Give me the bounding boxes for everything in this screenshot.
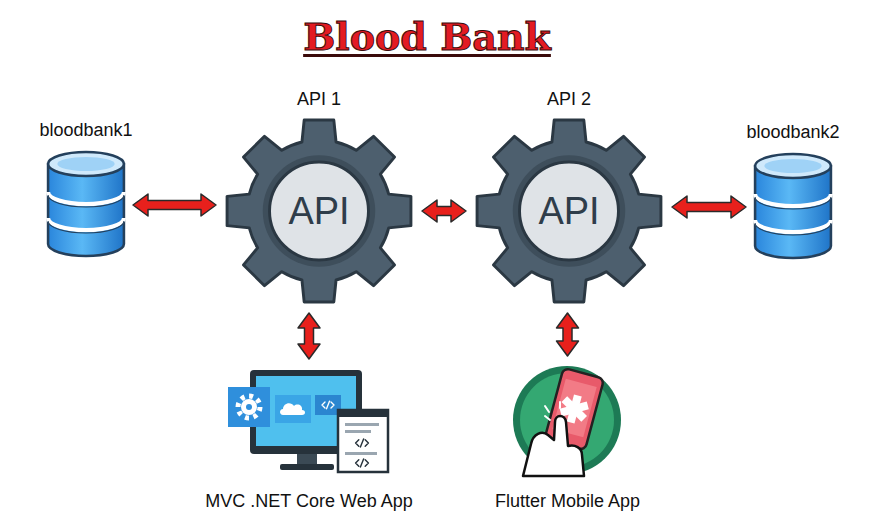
database-label: bloodbank2 (746, 122, 839, 143)
database-label: bloodbank1 (39, 120, 132, 141)
api-text: API (538, 192, 599, 230)
double-arrow (133, 194, 216, 216)
database-cylinder (752, 152, 834, 262)
app-node: MVC .NET Core Web App (225, 365, 393, 477)
double-arrow (557, 313, 579, 356)
database-node: bloodbank2 (752, 152, 834, 262)
api-label: API 2 (547, 89, 591, 110)
double-arrow (298, 313, 320, 359)
database-cylinder (45, 150, 127, 260)
double-arrow (422, 200, 466, 222)
double-arrow (672, 196, 746, 218)
api-node: API 1API (222, 115, 416, 307)
app-label: MVC .NET Core Web App (205, 491, 412, 512)
app-label: Flutter Mobile App (495, 491, 640, 512)
api-node: API 2API (472, 115, 666, 307)
api-text: API (288, 192, 349, 230)
web-app-illustration (225, 365, 393, 477)
mobile-app-illustration (505, 362, 630, 478)
api-label: API 1 (297, 89, 341, 110)
database-node: bloodbank1 (45, 150, 127, 260)
diagram-title: Blood Bank (0, 14, 854, 59)
app-node: Flutter Mobile App (505, 362, 630, 478)
